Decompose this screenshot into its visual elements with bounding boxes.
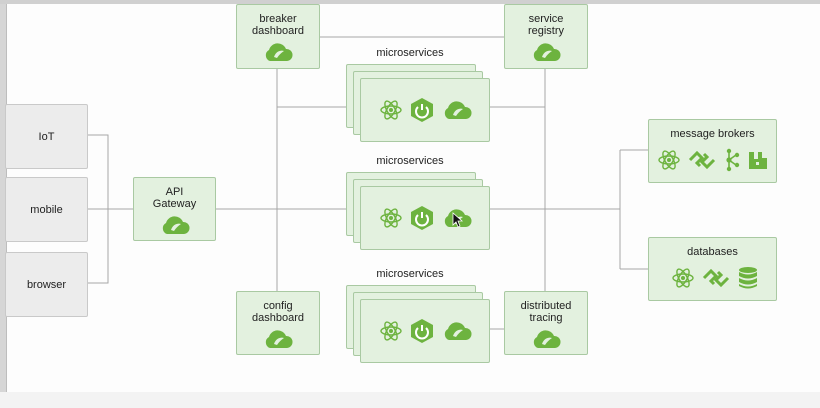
microservices-top-stack xyxy=(346,64,496,144)
chain-link-icon xyxy=(688,150,716,170)
spring-cloud-icon xyxy=(444,322,472,340)
spring-cloud-icon xyxy=(265,330,293,348)
databases-label: databases xyxy=(687,246,738,258)
microservices-top-label: microservices xyxy=(376,47,444,59)
database-icon xyxy=(739,267,757,289)
databases-box: databases xyxy=(648,237,777,301)
atom-icon xyxy=(672,268,694,288)
client-browser: browser xyxy=(5,252,88,317)
spring-cloud-icon xyxy=(265,43,293,61)
microservice-card-front xyxy=(360,299,490,363)
client-browser-label: browser xyxy=(26,278,67,291)
service-registry-box: service registry xyxy=(504,4,588,69)
left-window-edge xyxy=(0,0,6,408)
top-window-edge xyxy=(0,0,820,4)
client-mobile-label: mobile xyxy=(30,203,63,216)
message-brokers-label: message brokers xyxy=(670,128,755,140)
config-dashboard-label: config dashboard xyxy=(252,300,304,324)
config-dashboard-box: config dashboard xyxy=(236,291,320,355)
mouse-cursor-icon xyxy=(452,212,464,228)
api-gateway-label: API Gateway xyxy=(152,186,197,210)
spring-boot-power-icon xyxy=(411,319,433,343)
microservices-bottom-stack xyxy=(346,285,496,365)
microservices-middle-label: microservices xyxy=(376,155,444,167)
client-iot-label: IoT xyxy=(38,130,55,143)
distributed-tracing-box: distributed tracing xyxy=(504,291,588,355)
atom-icon xyxy=(658,150,680,170)
microservices-bottom-label: microservices xyxy=(376,268,444,280)
api-gateway-box: API Gateway xyxy=(133,177,216,241)
rabbitmq-icon xyxy=(749,152,767,169)
spring-cloud-icon xyxy=(533,330,561,348)
atom-icon xyxy=(380,100,402,120)
client-mobile: mobile xyxy=(5,177,88,242)
spring-cloud-icon xyxy=(533,43,561,61)
service-registry-label: service registry xyxy=(527,13,565,37)
microservice-card-front xyxy=(360,78,490,142)
microservice-card-front xyxy=(360,186,490,250)
microservices-middle-stack xyxy=(346,172,496,252)
spring-boot-power-icon xyxy=(411,98,433,122)
breaker-dashboard-box: breaker dashboard xyxy=(236,4,320,69)
atom-icon xyxy=(380,208,402,228)
bottom-window-band xyxy=(0,392,820,408)
message-brokers-box: message brokers xyxy=(648,119,777,183)
spring-cloud-icon xyxy=(162,216,190,234)
breaker-dashboard-label: breaker dashboard xyxy=(252,13,304,37)
spring-cloud-icon xyxy=(444,101,472,119)
kafka-icon xyxy=(726,148,740,172)
client-iot: IoT xyxy=(5,104,88,169)
chain-link-icon xyxy=(702,268,730,288)
atom-icon xyxy=(380,321,402,341)
distributed-tracing-label: distributed tracing xyxy=(520,300,572,324)
spring-boot-power-icon xyxy=(411,206,433,230)
